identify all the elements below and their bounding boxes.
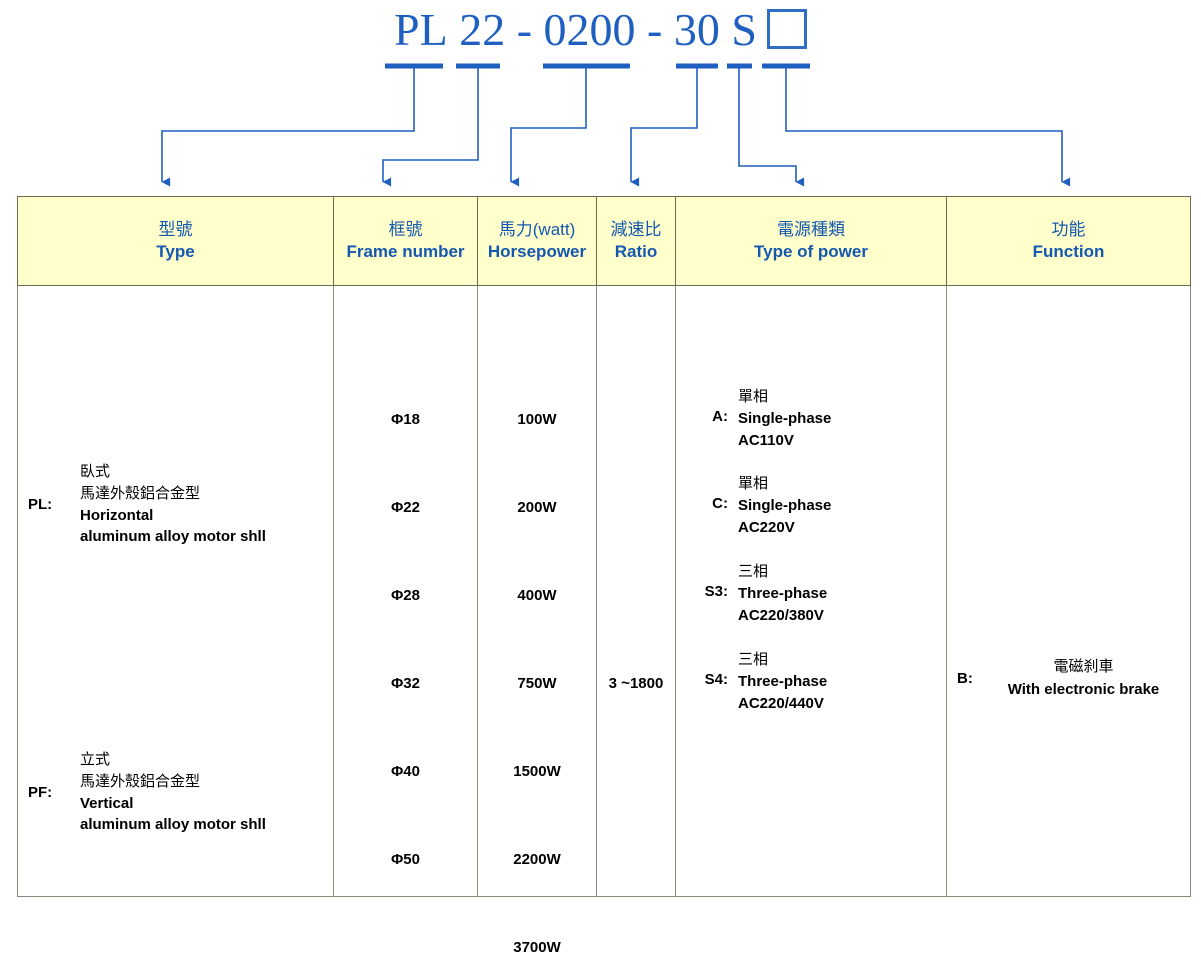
cell-horsepower: 100W 200W 400W 750W 1500W 2200W 3700W (477, 285, 597, 956)
power-key-c: C: (712, 495, 728, 512)
header-ratio-en: Ratio (614, 241, 658, 261)
horsepower-value: 3700W (513, 939, 561, 956)
power-c-en1: Single-phase (738, 496, 832, 514)
function-entry-b: B: 電磁刹車 With electronic brake (947, 656, 1190, 701)
type-pf-en2: aluminum alloy motor shll (80, 816, 266, 834)
cell-frame-number: Φ18 Φ22 Φ28 Φ32 Φ40 Φ50 (333, 285, 478, 897)
horsepower-value: 100W (517, 411, 557, 428)
code-segment-supply: S (731, 3, 757, 55)
power-s4-en1: Three-phase (738, 672, 828, 690)
power-a-en2: AC110V (738, 431, 794, 449)
code-separator-1: - (516, 3, 533, 55)
frame-number-value: Φ40 (391, 763, 420, 780)
header-horsepower-zh: 馬力(watt) (498, 220, 576, 240)
header-type-en: Type (156, 241, 195, 261)
function-key-b: B: (957, 670, 973, 687)
power-a-zh: 單相 (738, 388, 769, 405)
header-ratio: 減速比 Ratio (596, 196, 676, 286)
code-segment-function-box (766, 9, 807, 49)
power-entry-a: A: 單相 Single-phase AC110V (676, 386, 946, 451)
power-key-s4: S4: (704, 671, 728, 688)
power-c-en2: AC220V (738, 518, 795, 536)
power-c-zh: 單相 (738, 475, 769, 492)
cell-function: B: 電磁刹車 With electronic brake (946, 285, 1191, 897)
header-function-en: Function (1032, 241, 1105, 261)
type-entry-pf: PF: 立式 馬達外殼鋁合金型 Vertical aluminum alloy … (18, 749, 333, 836)
horsepower-value: 1500W (513, 763, 561, 780)
table-header-row: 型號 Type 框號 Frame number 馬力(watt) Horsepo… (17, 196, 1191, 286)
header-frame-number-zh: 框號 (388, 220, 423, 240)
type-pl-en1: Horizontal (80, 506, 154, 524)
function-b-zh: 電磁刹車 (1053, 658, 1114, 675)
code-segment-power: 0200 (543, 3, 636, 55)
header-type-zh: 型號 (158, 220, 193, 240)
power-s3-en2: AC220/380V (738, 606, 824, 624)
code-segment-type: PL (394, 3, 448, 55)
function-b-en: With electronic brake (1007, 680, 1160, 698)
table-body-row: PL: 臥式 馬達外殼鋁合金型 Horizontal aluminum allo… (17, 285, 1191, 956)
frame-number-value: Φ32 (391, 675, 420, 692)
header-horsepower-en: Horsepower (487, 241, 587, 261)
header-frame-number-en: Frame number (346, 241, 465, 261)
horsepower-value: 2200W (513, 851, 561, 868)
cell-ratio: 3 ~1800 (596, 285, 676, 897)
type-key-pl: PL: (28, 496, 53, 513)
code-segment-frame: 22 (459, 3, 506, 55)
horsepower-value: 750W (517, 675, 557, 692)
power-s4-en2: AC220/440V (738, 694, 824, 712)
ratio-value: 3 ~1800 (608, 675, 664, 692)
model-code-title: PL 22 - 0200 - 30 S (0, 0, 1201, 58)
frame-number-value: Φ22 (391, 499, 420, 516)
horsepower-value: 400W (517, 587, 557, 604)
power-entry-s3: S3: 三相 Three-phase AC220/380V (676, 561, 946, 626)
power-key-s3: S3: (704, 583, 728, 600)
spec-table: 型號 Type 框號 Frame number 馬力(watt) Horsepo… (17, 196, 1191, 956)
header-type-of-power: 電源種類 Type of power (675, 196, 947, 286)
power-entry-c: C: 單相 Single-phase AC220V (676, 473, 946, 538)
horsepower-value: 200W (517, 499, 557, 516)
type-pf-zh1: 立式 (80, 751, 111, 768)
type-pl-zh2: 馬達外殼鋁合金型 (80, 484, 201, 502)
header-ratio-zh: 減速比 (610, 220, 662, 240)
header-horsepower: 馬力(watt) Horsepower (477, 196, 597, 286)
code-segment-ratio: 30 (673, 3, 720, 55)
code-separator-2: - (647, 3, 663, 55)
power-s3-en1: Three-phase (738, 584, 828, 602)
cell-type: PL: 臥式 馬達外殼鋁合金型 Horizontal aluminum allo… (17, 285, 334, 897)
power-s4-zh: 三相 (738, 651, 769, 668)
header-function: 功能 Function (946, 196, 1191, 286)
power-a-en1: Single-phase (738, 409, 832, 427)
power-entry-s4: S4: 三相 Three-phase AC220/440V (676, 649, 946, 714)
power-key-a: A: (712, 408, 728, 425)
power-s3-zh: 三相 (738, 563, 769, 580)
type-pl-zh1: 臥式 (80, 463, 111, 480)
type-entry-pl: PL: 臥式 馬達外殼鋁合金型 Horizontal aluminum allo… (18, 461, 333, 548)
leader-lines (161, 66, 1071, 187)
type-pf-zh2: 馬達外殼鋁合金型 (80, 772, 201, 790)
connector-lines (161, 63, 1071, 187)
header-type-of-power-en: Type of power (754, 241, 868, 261)
type-key-pf: PF: (28, 784, 53, 801)
type-pf-en1: Vertical (80, 794, 134, 812)
frame-number-value: Φ28 (391, 587, 420, 604)
header-frame-number: 框號 Frame number (333, 196, 478, 286)
header-type-of-power-zh: 電源種類 (777, 220, 845, 240)
header-type: 型號 Type (17, 196, 334, 286)
type-pl-en2: aluminum alloy motor shll (80, 528, 266, 546)
frame-number-value: Φ18 (391, 411, 420, 428)
header-function-zh: 功能 (1051, 220, 1086, 240)
frame-number-value: Φ50 (391, 851, 420, 868)
cell-type-of-power: A: 單相 Single-phase AC110V C: 單相 Sin (675, 285, 947, 897)
